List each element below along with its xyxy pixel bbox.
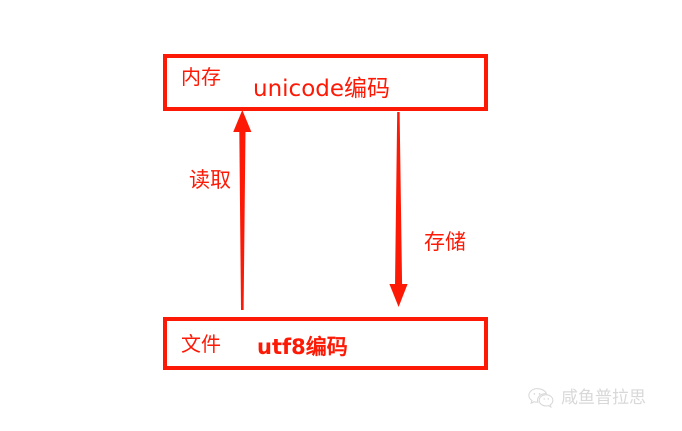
file-box-value: utf8编码 bbox=[257, 335, 348, 359]
read-arrow-up-icon bbox=[233, 110, 252, 310]
store-arrow-label: 存储 bbox=[424, 230, 466, 254]
read-arrow-label: 读取 bbox=[189, 168, 231, 192]
file-box: 文件 utf8编码 bbox=[163, 317, 488, 370]
file-box-name: 文件 bbox=[181, 332, 221, 356]
memory-box-name: 内存 bbox=[181, 65, 221, 89]
store-arrow-down-icon bbox=[389, 112, 408, 307]
memory-box-value: unicode编码 bbox=[253, 76, 391, 102]
wechat-icon bbox=[528, 388, 554, 409]
memory-box: 内存 unicode编码 bbox=[163, 54, 488, 111]
watermark-text: 咸鱼普拉思 bbox=[561, 387, 646, 408]
watermark: 咸鱼普拉思 bbox=[528, 387, 646, 409]
